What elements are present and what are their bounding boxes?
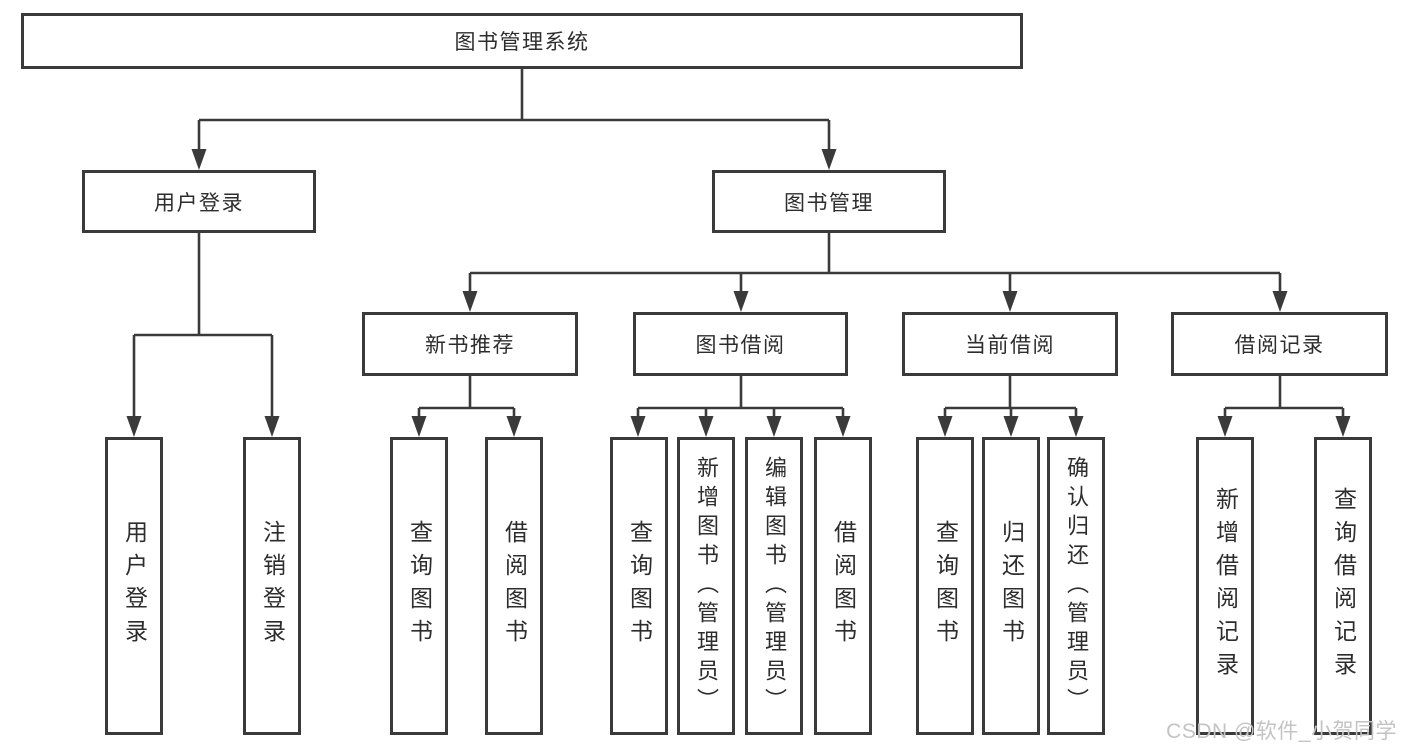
node-book-borrow: 图书借阅 [633,312,848,376]
leaf-return-books-label: 归还图书 [998,520,1025,652]
leaf-add-borrow-record: 新增借阅记录 [1196,437,1254,735]
leaf-add-books-admin: 新增图书（管理员） [677,437,735,735]
connector-arrowheads [126,149,1351,437]
leaf-query-books-current: 查询图书 [916,437,974,735]
node-current-borrow: 当前借阅 [902,312,1118,376]
leaf-logout: 注销登录 [243,437,301,735]
leaf-add-books-admin-label: 新增图书（管理员） [694,455,719,717]
leaf-edit-books-admin-label: 编辑图书（管理员） [762,455,787,717]
leaf-confirm-return-admin: 确认归还（管理员） [1047,437,1105,735]
node-current-borrow-label: 当前借阅 [965,334,1055,357]
leaf-query-books-borrow: 查询图书 [610,437,668,735]
leaf-query-books-recommend: 查询图书 [390,437,448,735]
leaf-add-borrow-record-label: 新增借阅记录 [1212,487,1239,685]
leaf-query-books-current-label: 查询图书 [932,520,959,652]
node-root-label: 图书管理系统 [454,31,590,54]
leaf-logout-label: 注销登录 [259,520,286,652]
csdn-watermark: CSDN @软件_小贺同学 [1166,720,1397,743]
connector-paths [132,69,1345,420]
leaf-borrow-books: 借阅图书 [814,437,872,735]
node-new-book-recommend-label: 新书推荐 [425,334,515,357]
leaf-borrow-books-recommend-label: 借阅图书 [501,520,528,652]
leaf-query-books-recommend-label: 查询图书 [406,520,433,652]
leaf-query-borrow-record-label: 查询借阅记录 [1330,487,1357,685]
leaf-query-books-borrow-label: 查询图书 [626,520,653,652]
leaf-confirm-return-admin-label: 确认归还（管理员） [1064,455,1089,717]
leaf-query-borrow-record: 查询借阅记录 [1314,437,1372,735]
leaf-borrow-books-recommend: 借阅图书 [485,437,543,735]
node-root: 图书管理系统 [21,13,1023,69]
leaf-user-login: 用户登录 [105,437,163,735]
node-borrow-records: 借阅记录 [1171,312,1388,376]
node-borrow-records-label: 借阅记录 [1234,334,1325,357]
leaf-edit-books-admin: 编辑图书（管理员） [745,437,803,735]
leaf-borrow-books-label: 借阅图书 [830,520,857,652]
node-book-borrow-label: 图书借阅 [695,334,786,357]
node-new-book-recommend: 新书推荐 [362,312,578,376]
node-user-login: 用户登录 [82,170,316,233]
node-user-login-label: 用户登录 [154,191,244,215]
leaf-return-books: 归还图书 [982,437,1040,735]
leaf-user-login-label: 用户登录 [121,520,148,652]
node-book-management-label: 图书管理 [784,191,874,215]
node-book-management: 图书管理 [712,170,946,233]
